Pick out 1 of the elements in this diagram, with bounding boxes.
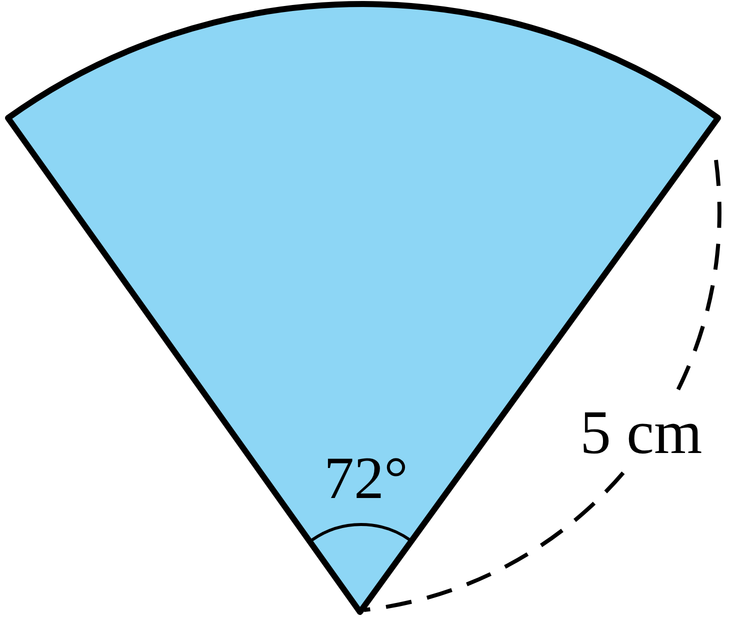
angle-label: 72° <box>324 448 408 508</box>
